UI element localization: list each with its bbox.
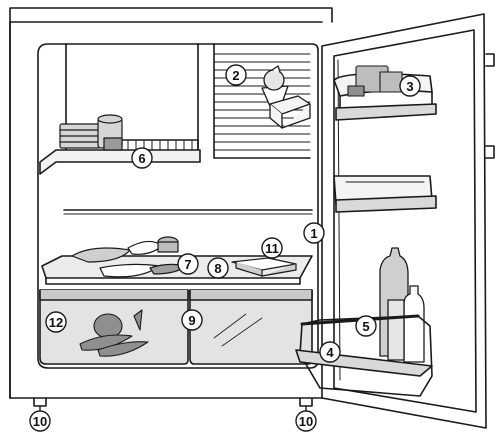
- callout-circle-10b: [295, 410, 317, 432]
- crisper-drawers: [39, 289, 313, 365]
- cabinet: [9, 7, 333, 399]
- feet: [33, 397, 313, 407]
- bottles: [379, 247, 425, 363]
- callout-label-9: 9: [188, 313, 195, 328]
- inner-liner: [37, 43, 319, 369]
- shelf-food: [71, 236, 297, 278]
- crisper-drawer-right-lip: [189, 289, 313, 301]
- door-inner: [333, 29, 477, 413]
- freezer-compartment: [39, 43, 201, 175]
- callout-circle-10a: [29, 410, 51, 432]
- drawer-glass-reflections: [213, 313, 263, 347]
- hinge-top: [485, 53, 495, 67]
- back-panel: [63, 43, 313, 215]
- door-bin-middle: [333, 175, 437, 213]
- callout-circle-2: [225, 64, 247, 86]
- callout-label-1: 1: [310, 226, 317, 241]
- callout-label-2: 2: [232, 68, 239, 83]
- callout-circle-3: [399, 75, 421, 97]
- callout-label-12: 12: [49, 315, 63, 330]
- callout-circle-9: [181, 309, 203, 331]
- freezer-food: [59, 114, 123, 151]
- door-bin-top-lip: [335, 103, 437, 121]
- callout-circle-11: [261, 237, 283, 259]
- door-bin-top-items: [347, 65, 403, 97]
- crisper-drawer-left-lip: [39, 289, 189, 301]
- crisper-drawer-right: [189, 289, 313, 365]
- back-panel-ribs: [213, 53, 311, 151]
- drawer-vegetables: [79, 309, 149, 357]
- callout-label-10a: 10: [33, 414, 47, 429]
- hinge-bottom: [485, 145, 495, 159]
- callout-circle-5: [355, 315, 377, 337]
- callout-label-5: 5: [362, 319, 369, 334]
- callout-label-10b: 10: [299, 414, 313, 429]
- callout-circle-6: [131, 147, 153, 169]
- foot-left: [33, 397, 47, 407]
- callout-circle-1: [303, 222, 325, 244]
- callout-circle-12: [45, 311, 67, 333]
- glass-shelf: [41, 236, 313, 285]
- callout-label-3: 3: [406, 79, 413, 94]
- callout-circle-7: [177, 253, 199, 275]
- callout-label-7: 7: [184, 257, 191, 272]
- butter-block: [269, 95, 311, 129]
- callout-label-8: 8: [214, 261, 221, 276]
- foot-right: [299, 397, 313, 407]
- freezer-shelf: [39, 149, 201, 175]
- callout-label-11: 11: [265, 241, 279, 256]
- carton: [387, 299, 405, 361]
- callout-circle-4: [319, 341, 341, 363]
- glass-shelf-edge: [45, 277, 301, 285]
- callout-label-6: 6: [138, 151, 145, 166]
- callout-circle-8: [207, 257, 229, 279]
- door-bin-middle-lip: [335, 195, 437, 213]
- callout-label-4: 4: [326, 345, 334, 360]
- door-bin-bottom-body: [299, 315, 433, 397]
- back-panel-frame: [213, 43, 311, 159]
- bottle-small: [403, 285, 425, 363]
- callouts: 1 2 3 4 5 6 7 8 9 10 10 1: [29, 64, 421, 432]
